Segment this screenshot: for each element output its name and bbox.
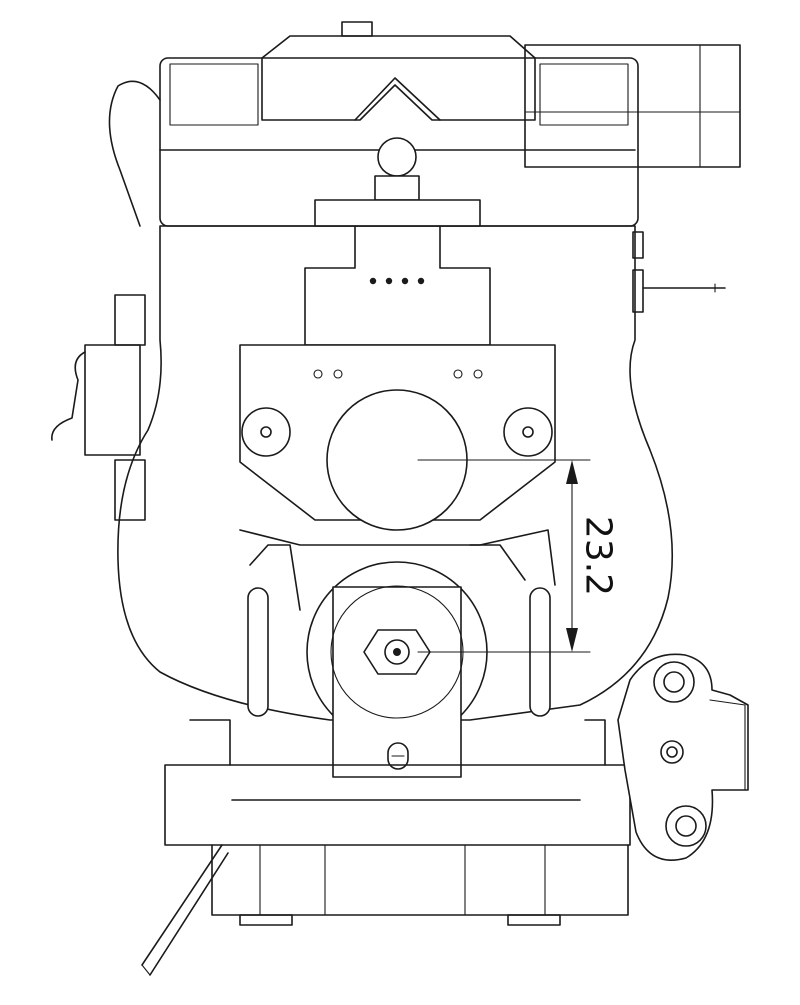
left-hook [108, 80, 161, 227]
dimension: 23.2 [417, 459, 619, 653]
right-bracket [617, 653, 749, 861]
ball-joint [314, 137, 481, 227]
base-housing [164, 719, 631, 926]
right-wire [632, 231, 726, 313]
left-motor [51, 294, 146, 521]
dimension-label: 23.2 [578, 516, 619, 596]
top-housing [159, 21, 741, 227]
center-block [304, 225, 491, 346]
fan-assembly [306, 561, 488, 778]
carriage-plate [239, 344, 556, 531]
cables [141, 844, 229, 976]
arrow-head-top [566, 460, 578, 484]
arrow-head-bottom [566, 628, 578, 652]
